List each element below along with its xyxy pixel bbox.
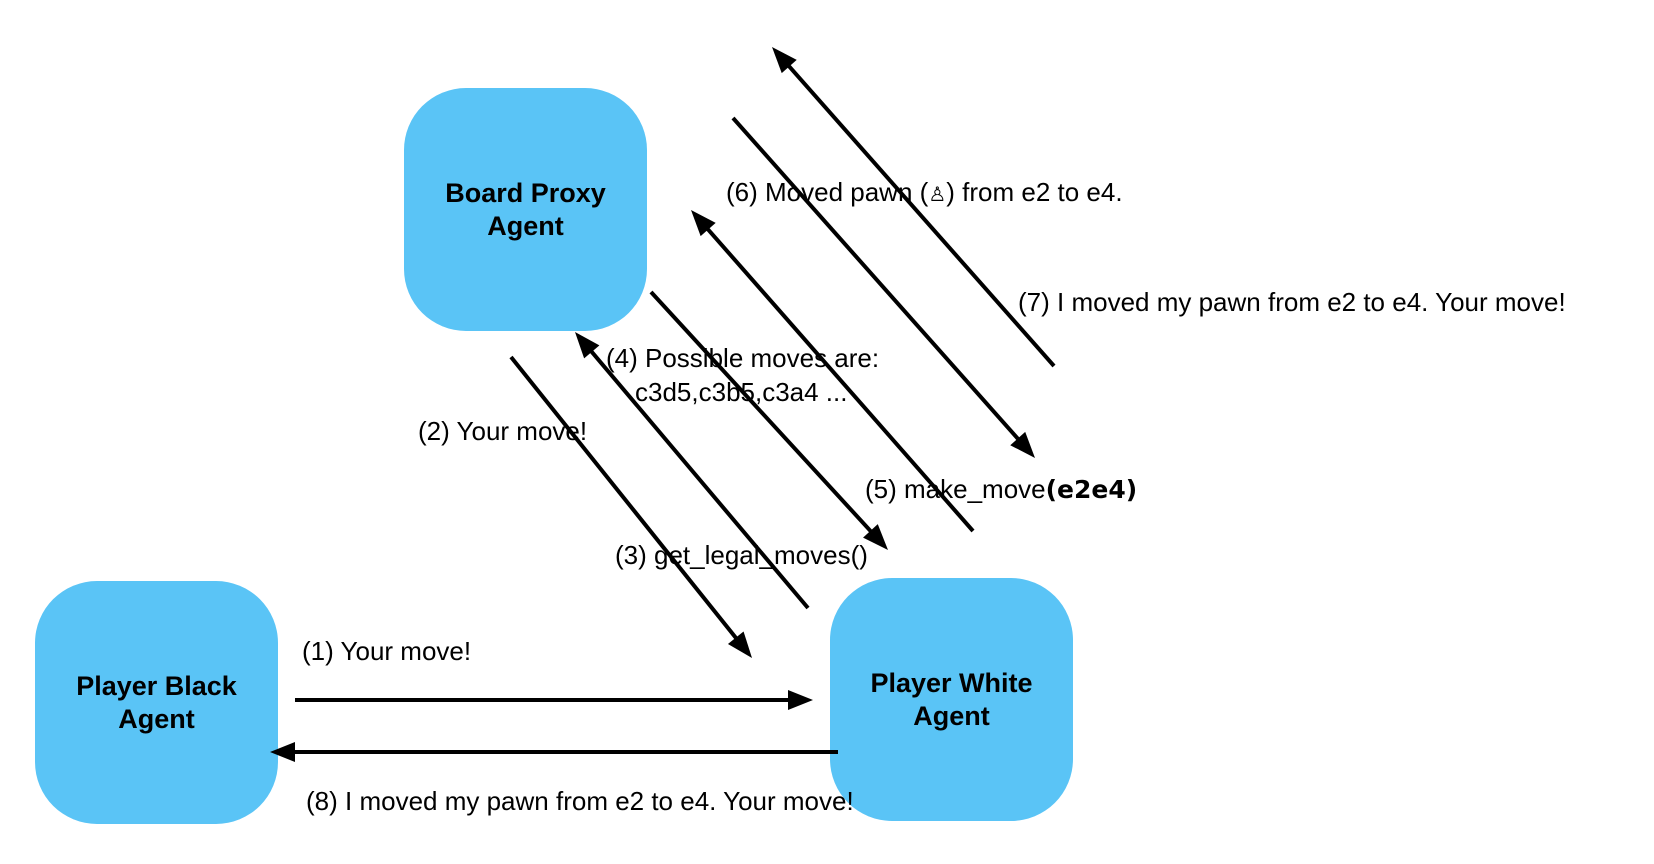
edge-8-arrowhead — [270, 742, 295, 762]
edge-5-label: (5) make_move(e2e4) — [865, 474, 1137, 505]
board-proxy-agent-node: Board Proxy Agent — [404, 88, 647, 331]
edge-2-arrow — [509, 355, 740, 643]
edge-4-arrow — [587, 347, 810, 610]
edge-5-arrow — [704, 225, 975, 533]
edge-7-arrow — [785, 62, 1056, 368]
player-black-agent-node: Player Black Agent — [35, 581, 278, 824]
edge-5-label-prefix: (5) make_move — [865, 474, 1046, 504]
player-white-agent-label-line1: Player White — [870, 667, 1033, 698]
edge-6-arrow — [731, 116, 1022, 443]
edge-2-arrowhead — [727, 631, 752, 658]
edge-5-arrowhead — [691, 210, 716, 237]
edge-7-arrowhead — [772, 47, 797, 74]
edge-7-label: (7) I moved my pawn from e2 to e4. Your … — [1018, 287, 1566, 317]
player-white-agent-label-line2: Agent — [913, 700, 990, 731]
edge-8-label: (8) I moved my pawn from e2 to e4. Your … — [306, 786, 854, 816]
edge-1-arrowhead — [788, 690, 813, 710]
player-black-agent-label-line2: Agent — [118, 703, 195, 734]
edge-1-label: (1) Your move! — [302, 636, 472, 666]
edge-2-label: (2) Your move! — [418, 416, 588, 446]
edge-6-label: (6) Moved pawn (♙) from e2 to e4. — [726, 177, 1123, 209]
edge-4-arrowhead — [575, 332, 600, 359]
edge-6-label-suffix: ) from e2 to e4. — [946, 177, 1123, 207]
pawn-icon: ♙ — [928, 182, 947, 206]
edge-4-label-line1: (4) Possible moves are: — [606, 343, 880, 373]
edge-3-arrowhead — [863, 524, 888, 550]
board-proxy-agent-label-line2: Agent — [487, 210, 564, 241]
edge-3-label: (3) get_legal_moves() — [615, 540, 868, 570]
edge-6-arrowhead — [1010, 431, 1035, 458]
board-proxy-agent-label-line1: Board Proxy — [445, 177, 606, 208]
edge-4-label-line2: c3d5,c3b5,c3a4 ... — [635, 377, 848, 407]
player-black-agent-label-line1: Player Black — [76, 670, 237, 701]
edge-5-label-arg: (e2e4) — [1045, 475, 1138, 504]
edge-6-label-prefix: (6) Moved pawn ( — [726, 177, 929, 207]
edge-3-arrow — [649, 290, 875, 536]
player-white-agent-node: Player White Agent — [830, 578, 1073, 821]
